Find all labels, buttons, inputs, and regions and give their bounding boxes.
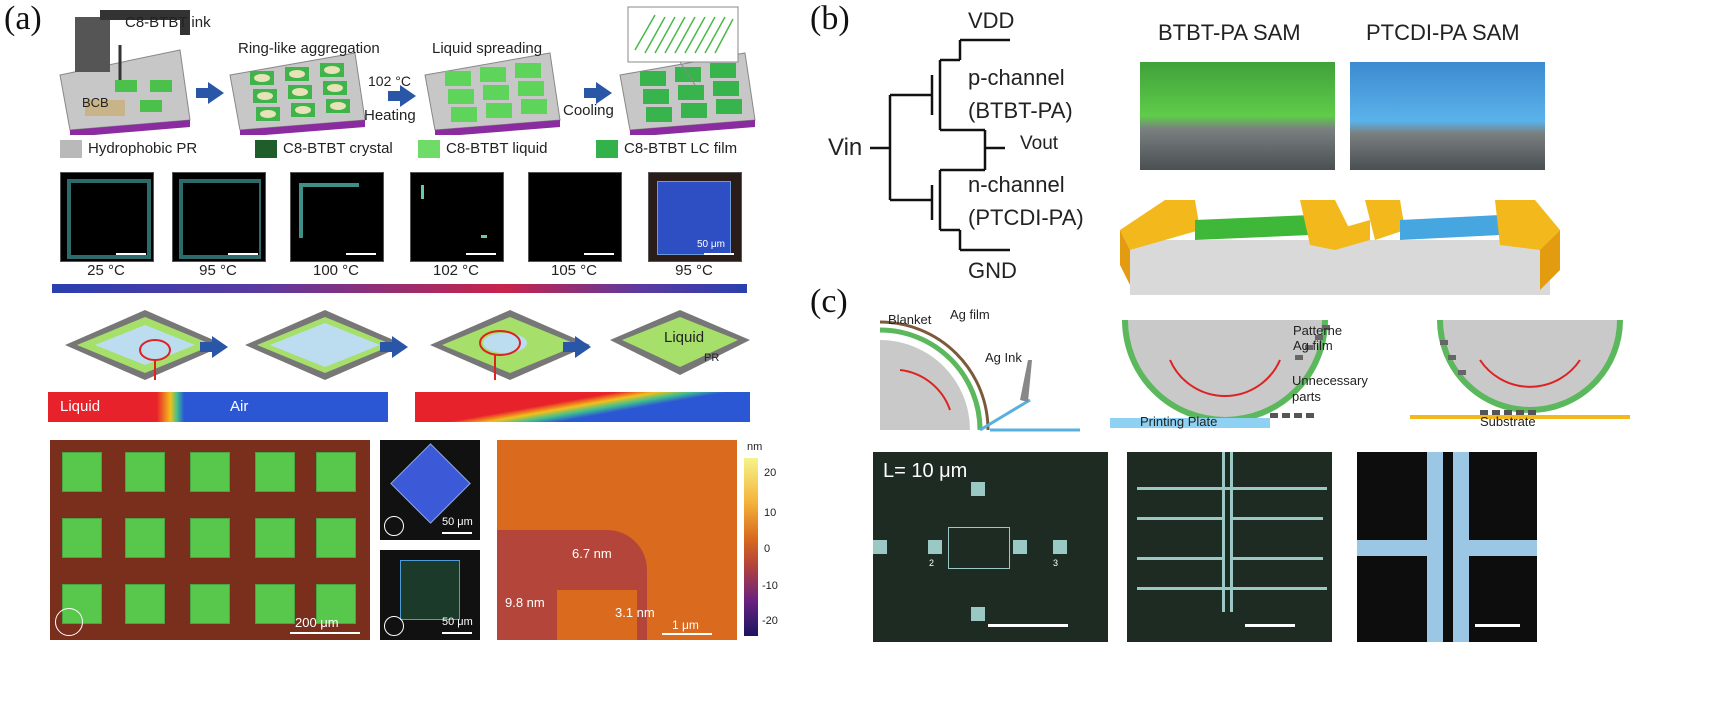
arrow-3 bbox=[584, 82, 612, 104]
small-scale-text-2: 50 μm bbox=[442, 616, 473, 628]
afm-unit: nm bbox=[747, 441, 763, 453]
simulation-right bbox=[415, 392, 750, 422]
arrow-6 bbox=[563, 336, 591, 358]
pr-label: PR bbox=[704, 352, 720, 364]
arrow-5 bbox=[380, 336, 408, 358]
afm-scale-text: 1 μm bbox=[672, 618, 699, 632]
temp-label-95: 95 °C bbox=[199, 262, 237, 279]
n-channel-label: n-channel bbox=[968, 172, 1065, 197]
sam-title-ptcdi: PTCDI-PA SAM bbox=[1366, 20, 1520, 45]
temp-label-102: 102 °C bbox=[432, 262, 480, 279]
legend-swatch-pr bbox=[60, 140, 82, 158]
temperature-gradient-bar bbox=[52, 284, 747, 293]
ring-label: Ring-like aggregation bbox=[238, 40, 380, 57]
micrograph-25 bbox=[60, 172, 154, 262]
device-cross-section bbox=[1120, 200, 1560, 295]
temp-label-100: 100 °C bbox=[312, 262, 360, 279]
array-scale-text: 200 μm bbox=[295, 615, 339, 630]
gnd-label: GND bbox=[968, 258, 1017, 283]
vdd-label: VDD bbox=[968, 8, 1015, 33]
ag-ink-label: Ag Ink bbox=[985, 350, 1022, 365]
afm-tick-neg10: -10 bbox=[762, 580, 778, 592]
legend-label-liquid: C8-BTBT liquid bbox=[446, 140, 548, 157]
legend-label-pr: Hydrophobic PR bbox=[88, 140, 198, 157]
patterned-label: Patterne bbox=[1293, 323, 1343, 338]
bcb-label: BCB bbox=[82, 95, 109, 110]
patterned2-label: Ag film bbox=[1293, 338, 1333, 353]
panel-c-letter: (c) bbox=[810, 283, 848, 320]
blanket-label: Blanket bbox=[888, 312, 932, 327]
vout-label: Vout bbox=[1020, 133, 1059, 154]
vin-label: Vin bbox=[828, 134, 863, 161]
inverter-circuit bbox=[870, 38, 1010, 252]
array-micrograph: 200 μm bbox=[50, 440, 370, 640]
printing-step-2 bbox=[1110, 319, 1330, 428]
micrograph-95 bbox=[172, 172, 266, 262]
afm-colorbar bbox=[744, 458, 758, 636]
spread-label: Liquid spreading bbox=[432, 40, 543, 57]
panel-b-letter: (b) bbox=[810, 0, 850, 37]
btbt-sam-render bbox=[1140, 62, 1335, 170]
sem-pad-3: 3 bbox=[1053, 558, 1059, 568]
simulation-left bbox=[48, 392, 388, 422]
micrograph-105 bbox=[528, 172, 622, 262]
temp-label-95-cooled: 95 °C bbox=[675, 262, 713, 279]
legend-swatch-lc bbox=[596, 140, 618, 158]
ag-film-label: Ag film bbox=[950, 307, 990, 322]
legend-swatch-crystal bbox=[255, 140, 277, 158]
afm-tick-10: 10 bbox=[764, 507, 777, 519]
legend-swatch-liquid bbox=[418, 140, 440, 158]
small-micrograph-2: 50 μm bbox=[380, 550, 480, 640]
micrograph-scale-text: 50 μm bbox=[697, 239, 725, 250]
sim-liquid-label: Liquid bbox=[60, 398, 101, 415]
printing-step-3 bbox=[1410, 319, 1630, 419]
legend-label-crystal: C8-BTBT crystal bbox=[283, 140, 393, 157]
droplet-schematic bbox=[65, 310, 750, 380]
sam-title-btbt: BTBT-PA SAM bbox=[1158, 20, 1301, 45]
sem-image-1: L= 10 μm 2 3 bbox=[873, 452, 1108, 642]
ptcdi-sam-render bbox=[1350, 62, 1545, 170]
ink-label: C8-BTBT ink bbox=[125, 14, 211, 31]
p-material-label: (BTBT-PA) bbox=[968, 98, 1073, 123]
arrow-2 bbox=[388, 85, 416, 107]
substrate-label: Substrate bbox=[1480, 414, 1536, 429]
printing-step-1 bbox=[879, 320, 1080, 432]
afm-step-1: 6.7 nm bbox=[572, 546, 612, 561]
micrograph-102 bbox=[410, 172, 504, 262]
arrow-1 bbox=[196, 82, 224, 104]
sem-image-3 bbox=[1357, 452, 1537, 642]
micrograph-100 bbox=[290, 172, 384, 262]
n-material-label: (PTCDI-PA) bbox=[968, 205, 1084, 230]
afm-tick-20: 20 bbox=[764, 467, 777, 479]
afm-image: 6.7 nm 9.8 nm 3.1 nm 1 μm bbox=[497, 440, 737, 640]
afm-tick-0: 0 bbox=[764, 543, 771, 555]
panel-a-letter: (a) bbox=[4, 0, 42, 37]
p-channel-label: p-channel bbox=[968, 65, 1065, 90]
temp-label-105: 105 °C bbox=[550, 262, 598, 279]
heating-label: Heating bbox=[364, 107, 416, 124]
process-schematic bbox=[59, 6, 756, 135]
sim-air-label: Air bbox=[230, 398, 249, 415]
micrograph-95-cooled: 50 μm bbox=[648, 172, 742, 262]
cooling-label: Cooling bbox=[563, 102, 614, 119]
temp-label-25: 25 °C bbox=[87, 262, 125, 279]
afm-tick-neg20: -20 bbox=[762, 615, 778, 627]
liquid-label-schematic: Liquid bbox=[664, 329, 705, 346]
arrow-4 bbox=[200, 336, 228, 358]
legend-label-lc: C8-BTBT LC film bbox=[624, 140, 738, 157]
small-scale-text-1: 50 μm bbox=[442, 516, 473, 528]
printing-plate-label: Printing Plate bbox=[1140, 414, 1218, 429]
small-micrograph-1: 50 μm bbox=[380, 440, 480, 540]
unnecessary-label: Unnecessary bbox=[1292, 373, 1368, 388]
sem-image-2 bbox=[1127, 452, 1332, 642]
afm-step-2: 9.8 nm bbox=[505, 595, 545, 610]
sem-channel-length: L= 10 μm bbox=[883, 460, 968, 482]
afm-step-3: 3.1 nm bbox=[615, 605, 655, 620]
parts-label: parts bbox=[1292, 389, 1321, 404]
sem-pad-2: 2 bbox=[929, 558, 935, 568]
